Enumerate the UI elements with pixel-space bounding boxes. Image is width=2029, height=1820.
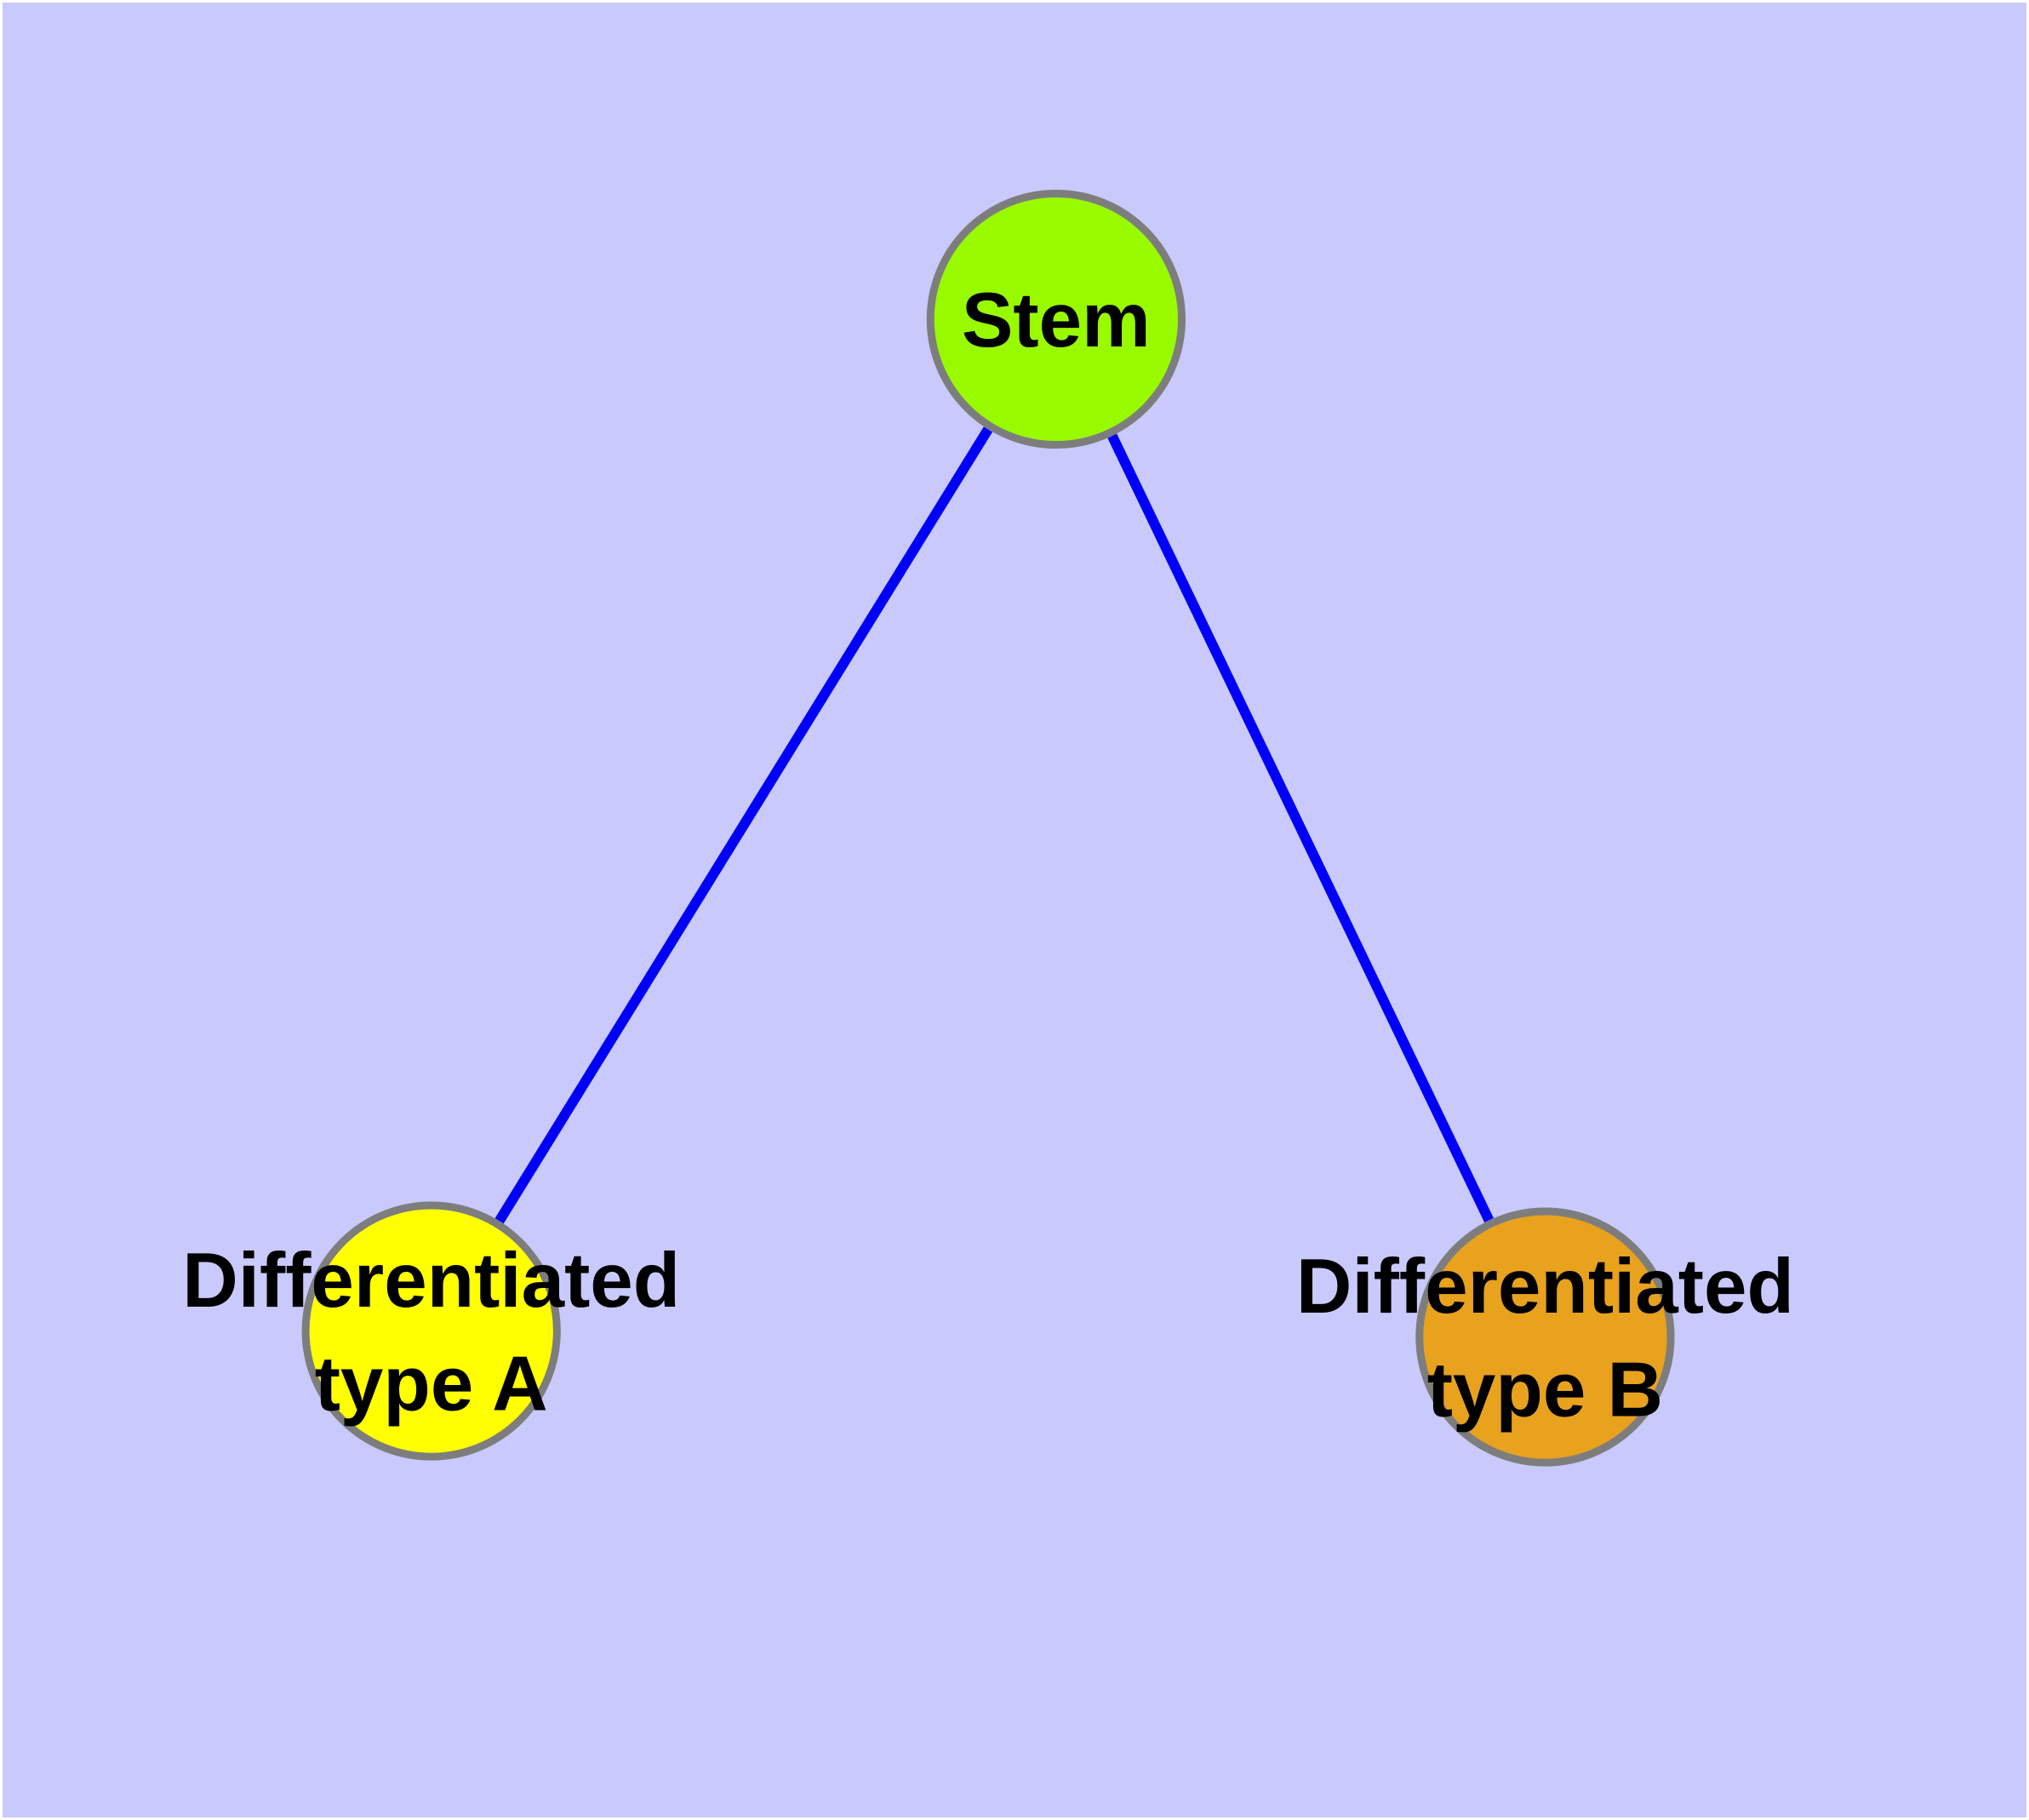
- node-label-line: Differentiated: [1296, 1244, 1794, 1330]
- node-circle-stem: [926, 189, 1186, 449]
- node-label-stem: Stem: [962, 278, 1151, 363]
- edge-stem-to-diff-a: [494, 426, 993, 1224]
- node-circle-diff-b: [1415, 1207, 1675, 1467]
- node-label-diff-a: Differentiated type A: [182, 1238, 680, 1428]
- node-label-line: Stem: [962, 278, 1151, 363]
- node-label-line: type B: [1427, 1348, 1663, 1434]
- node-label-diff-b: Differentiated type B: [1296, 1244, 1794, 1434]
- node-label-line: Differentiated: [182, 1238, 680, 1324]
- edge-stem-to-diff-b: [1107, 433, 1494, 1223]
- node-label-line: type A: [315, 1342, 548, 1428]
- node-circle-diff-a: [301, 1201, 561, 1461]
